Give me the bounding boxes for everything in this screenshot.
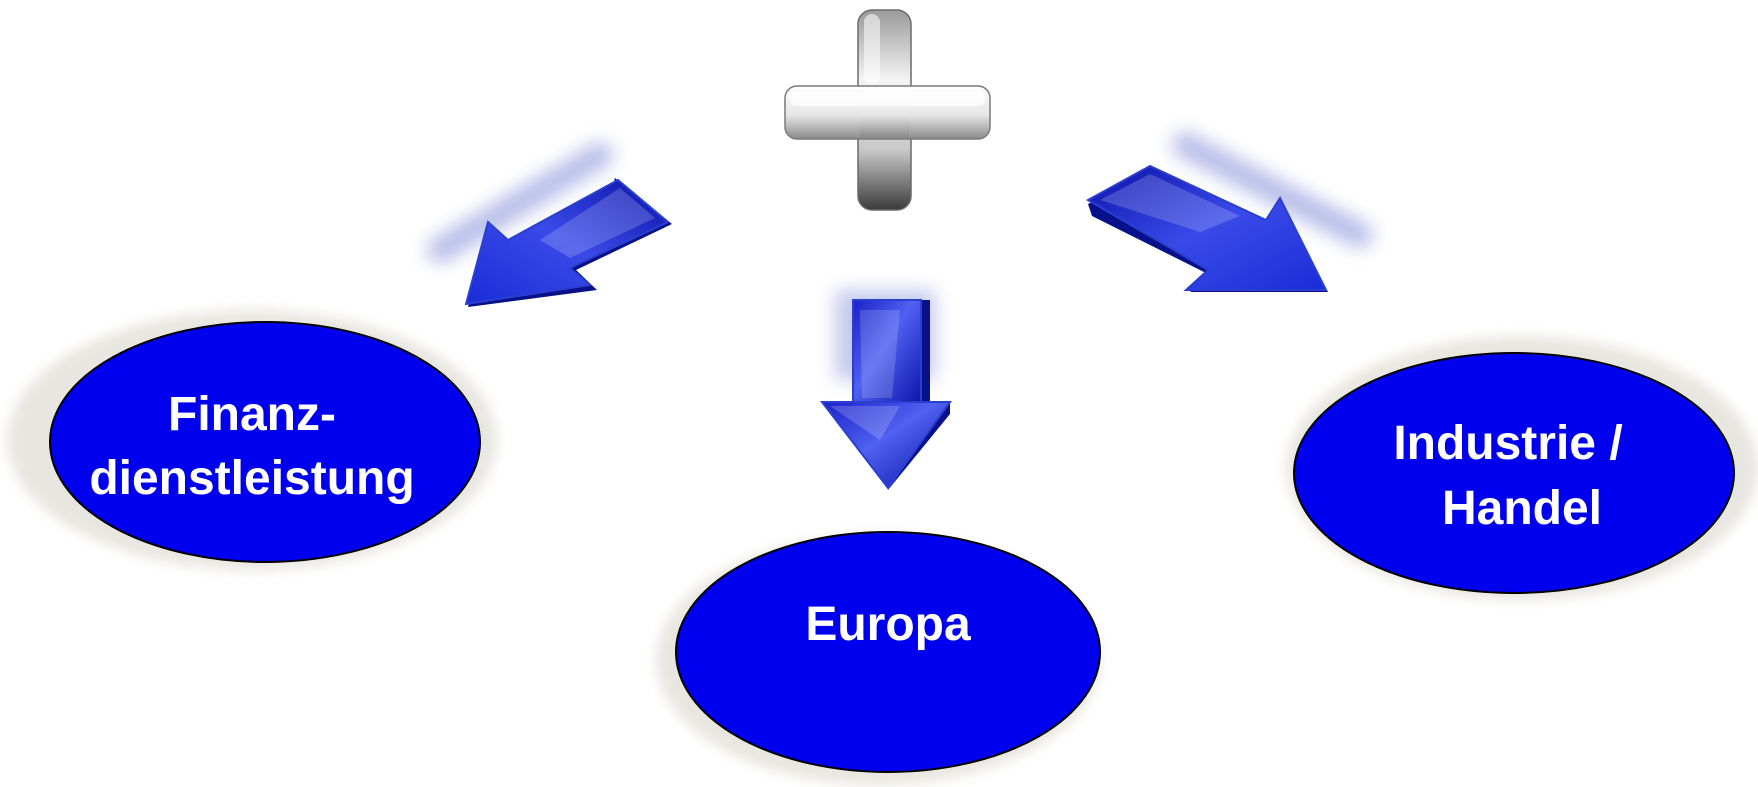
- node-industrie-handel: Industrie / Handel: [1286, 336, 1758, 600]
- node-europa: Europa: [656, 531, 1101, 785]
- node-ellipse: [675, 531, 1101, 773]
- node-label-line1: Europa: [805, 598, 971, 651]
- node-label-line2: Handel: [1442, 482, 1602, 535]
- node-ellipse: [49, 321, 481, 563]
- node-label-line1: Finanz-: [168, 388, 336, 441]
- arrow-down-left-icon: [427, 142, 672, 307]
- node-label-line1: Industrie /: [1393, 417, 1622, 470]
- node-label-line2: dienstleistung: [89, 452, 414, 505]
- arrow-down-icon: [819, 290, 952, 490]
- plus-icon: [784, 9, 991, 211]
- node-finanzdienstleistung: Finanz- dienstleistung: [7, 310, 497, 570]
- node-ellipse: [1293, 352, 1735, 594]
- arrow-down-right-icon: [1085, 132, 1373, 292]
